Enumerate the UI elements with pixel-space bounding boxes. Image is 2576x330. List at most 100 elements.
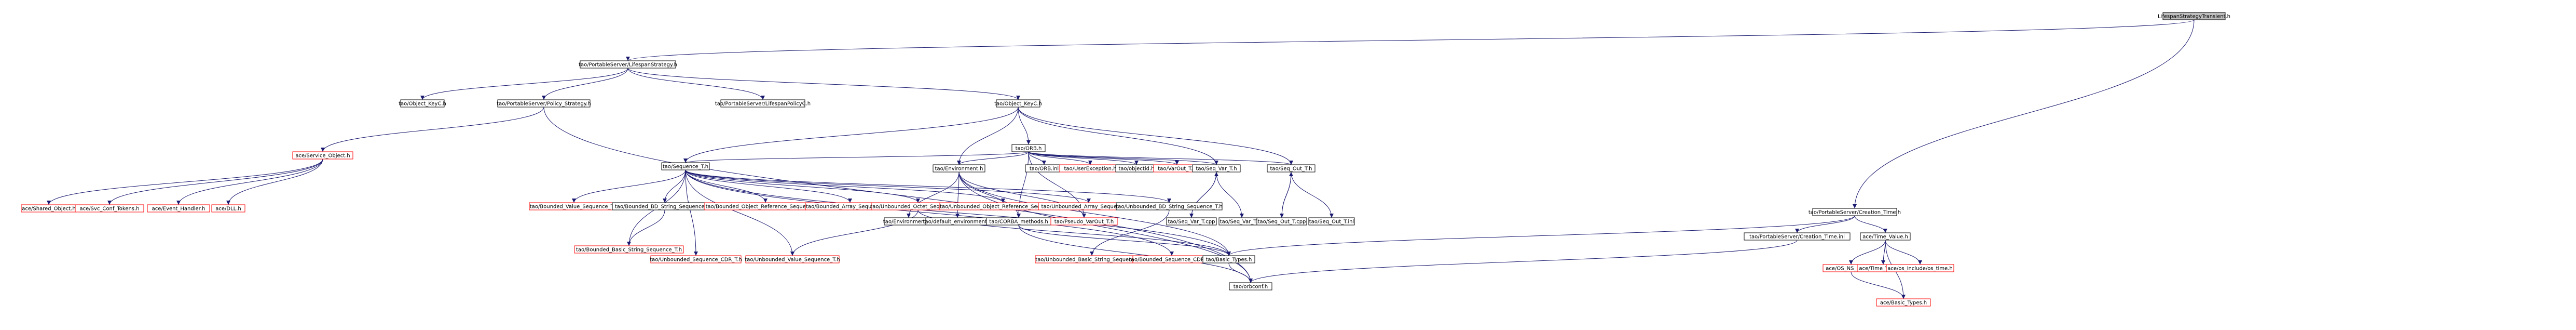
graph-node[interactable]: ace/Service_Object.h (292, 151, 353, 160)
dependency-edge-n43-n45 (1249, 240, 1798, 283)
graph-node[interactable]: tao/ORB.inl (1025, 164, 1063, 173)
graph-node[interactable]: ace/Shared_Object.h (21, 204, 77, 213)
dependency-edge-n13-n21 (572, 169, 686, 203)
graph-node[interactable]: tao/Bounded_Basic_String_Sequence_T.h (574, 245, 684, 254)
graph-node[interactable]: tao/Bounded_Sequence_CDR_T.h (1129, 255, 1214, 263)
node-box (1166, 217, 1217, 226)
node-box (1812, 208, 1897, 216)
node-box (147, 204, 210, 213)
dependency-edge-n5-n20 (1018, 107, 1293, 165)
graph-node[interactable]: tao/default_environment.h (923, 217, 992, 226)
node-label: tao/Bounded_Basic_String_Sequence_T.h (576, 247, 682, 253)
node-label: ace/Time_Value.inl (1859, 266, 1907, 272)
graph-node[interactable]: tao/Seq_Var_T.h (1192, 164, 1241, 173)
graph-node[interactable]: tao/CORBA_methods.h (986, 217, 1051, 226)
dependency-edge-n46-n49 (1851, 271, 1906, 299)
dependency-edge-n13-n22 (663, 169, 686, 203)
graph-node[interactable]: ace/Basic_Types.h (1876, 298, 1931, 307)
dependency-edge-n25-n42 (917, 209, 1231, 256)
node-box (400, 99, 445, 108)
graph-node[interactable]: ace/Time_Value.h (1860, 232, 1911, 241)
graph-node[interactable]: tao/ORB.h (1011, 144, 1046, 152)
node-label: tao/Unbounded_BD_String_Sequence_T.h (1116, 204, 1222, 210)
node-box (1229, 282, 1272, 291)
graph-node[interactable]: tao/Seq_Out_T.h (1267, 164, 1316, 173)
node-label: tao/Basic_Types.h (1206, 257, 1252, 263)
node-label: tao/PortableServer/LifespanStrategy.h (579, 62, 677, 68)
node-label: tao/Unbounded_Array_Sequence_T.h (1042, 204, 1136, 210)
graph-node[interactable]: ace/DLL.h (211, 204, 245, 213)
dependency-edge-n13-n39 (685, 169, 794, 256)
graph-node[interactable]: ace/Svc_Conf_Tokens.h (75, 204, 144, 213)
node-box (1050, 217, 1118, 226)
dependency-edge-n6-n44 (1854, 215, 1887, 233)
node-box (1116, 202, 1223, 210)
dependency-edge-n1-n4 (627, 68, 765, 100)
graph-node[interactable]: tao/PortableServer/Creation_Time.inl (1744, 232, 1851, 241)
dependency-edge-n12-n19 (1028, 151, 1218, 165)
graph-node[interactable]: tao/Seq_Var_T.cpp (1166, 217, 1217, 226)
node-label: tao/Bounded_Sequence_CDR_T.h (1129, 257, 1214, 263)
graph-node[interactable]: tao/Object_KeyC.h (994, 99, 1042, 108)
node-label: tao/Seq_Var_T.inl (1220, 219, 1264, 225)
node-label: tao/Sequence_T.h (663, 164, 708, 170)
graph-node[interactable]: tao/Bounded_BD_String_Sequence_T.h (612, 202, 718, 210)
graph-node[interactable]: tao/PortableServer/LifespanStrategy.h (579, 60, 677, 69)
graph-node[interactable]: tao/objectid.h (1115, 164, 1158, 173)
node-box (996, 99, 1040, 108)
dependency-edge-n12-n17 (1028, 151, 1139, 165)
node-label: tao/Seq_Out_T.inl (1309, 219, 1354, 225)
node-box (933, 164, 985, 173)
graph-node[interactable]: LifespanStrategyTransient.h (2158, 12, 2230, 20)
graph-node[interactable]: tao/PortableServer/Policy_Strategy.h (497, 99, 591, 108)
node-label: tao/PortableServer/Creation_Time.h (1808, 210, 1901, 216)
dependency-edge-n31-n45 (1018, 225, 1253, 283)
dependency-edge-n7-n10 (176, 159, 323, 205)
node-box (75, 204, 144, 213)
node-label: tao/Unbounded_Basic_String_Sequence_T.h (1035, 257, 1148, 263)
dependency-edge-n0-n6 (1853, 19, 2195, 209)
node-label: tao/Unbounded_Value_Sequence_T.h (745, 257, 840, 263)
node-label: tao/Bounded_BD_String_Sequence_T.h (615, 204, 715, 210)
graph-node[interactable]: tao/Pseudo_VarOut_T.h (1050, 217, 1118, 226)
node-box (1011, 144, 1046, 152)
dependency-edge-n12-n20 (1028, 151, 1293, 165)
dependency-edge-n0-n1 (626, 19, 2195, 61)
node-box (580, 60, 676, 69)
graph-node[interactable]: tao/Basic_Types.h (1202, 255, 1255, 263)
node-box (661, 162, 710, 170)
graph-node[interactable]: tao/Sequence_T.h (661, 162, 710, 170)
graph-node[interactable]: tao/Unbounded_BD_String_Sequence_T.h (1116, 202, 1223, 210)
graph-node[interactable]: tao/Unbounded_Sequence_CDR_T.h (650, 255, 742, 263)
graph-node[interactable]: tao/VarOut_T.h (1153, 164, 1201, 173)
graph-node[interactable]: tao/Object_KeyC.h (399, 99, 446, 108)
node-label: tao/Seq_Var_T.cpp (1168, 219, 1215, 225)
node-label: tao/PortableServer/LifespanPolicyC.h (715, 101, 811, 107)
graph-node[interactable]: tao/Unbounded_Value_Sequence_T.h (745, 255, 840, 263)
edges-layer (47, 19, 2195, 299)
graph-node[interactable]: tao/PortableServer/LifespanPolicyC.h (715, 99, 811, 108)
graph-node[interactable]: tao/Seq_Out_T.cpp (1256, 217, 1307, 226)
node-label: ace/DLL.h (215, 206, 241, 212)
dependency-edge-n5-n19 (1018, 107, 1218, 165)
node-label: tao/Object_KeyC.h (399, 101, 446, 107)
node-box (720, 99, 805, 108)
node-box (1202, 255, 1255, 263)
graph-node[interactable]: tao/Environment.h (933, 164, 985, 173)
graph-node[interactable]: tao/Seq_Var_T.inl (1218, 217, 1265, 226)
node-box (650, 255, 742, 263)
graph-node[interactable]: ace/os_include/os_time.h (1886, 264, 1954, 272)
graph-node[interactable]: tao/Bounded_Value_Sequence_T.h (529, 202, 619, 210)
dependency-edge-n22-n37 (627, 209, 665, 246)
graph-node[interactable]: tao/PortableServer/Creation_Time.h (1808, 208, 1901, 216)
node-box (1192, 164, 1241, 173)
graph-node[interactable]: tao/orbconf.h (1229, 282, 1272, 291)
graph-node[interactable]: tao/Seq_Out_T.inl (1308, 217, 1355, 226)
dependency-edge-n5-n12 (1018, 107, 1031, 145)
node-label: tao/PortableServer/Policy_Strategy.h (497, 101, 591, 107)
node-label: tao/Seq_Var_T.h (1196, 166, 1237, 172)
graph-node[interactable]: ace/Event_Handler.h (147, 204, 210, 213)
node-box (1860, 232, 1911, 241)
graph-node[interactable]: tao/UserException.h (1059, 164, 1121, 173)
